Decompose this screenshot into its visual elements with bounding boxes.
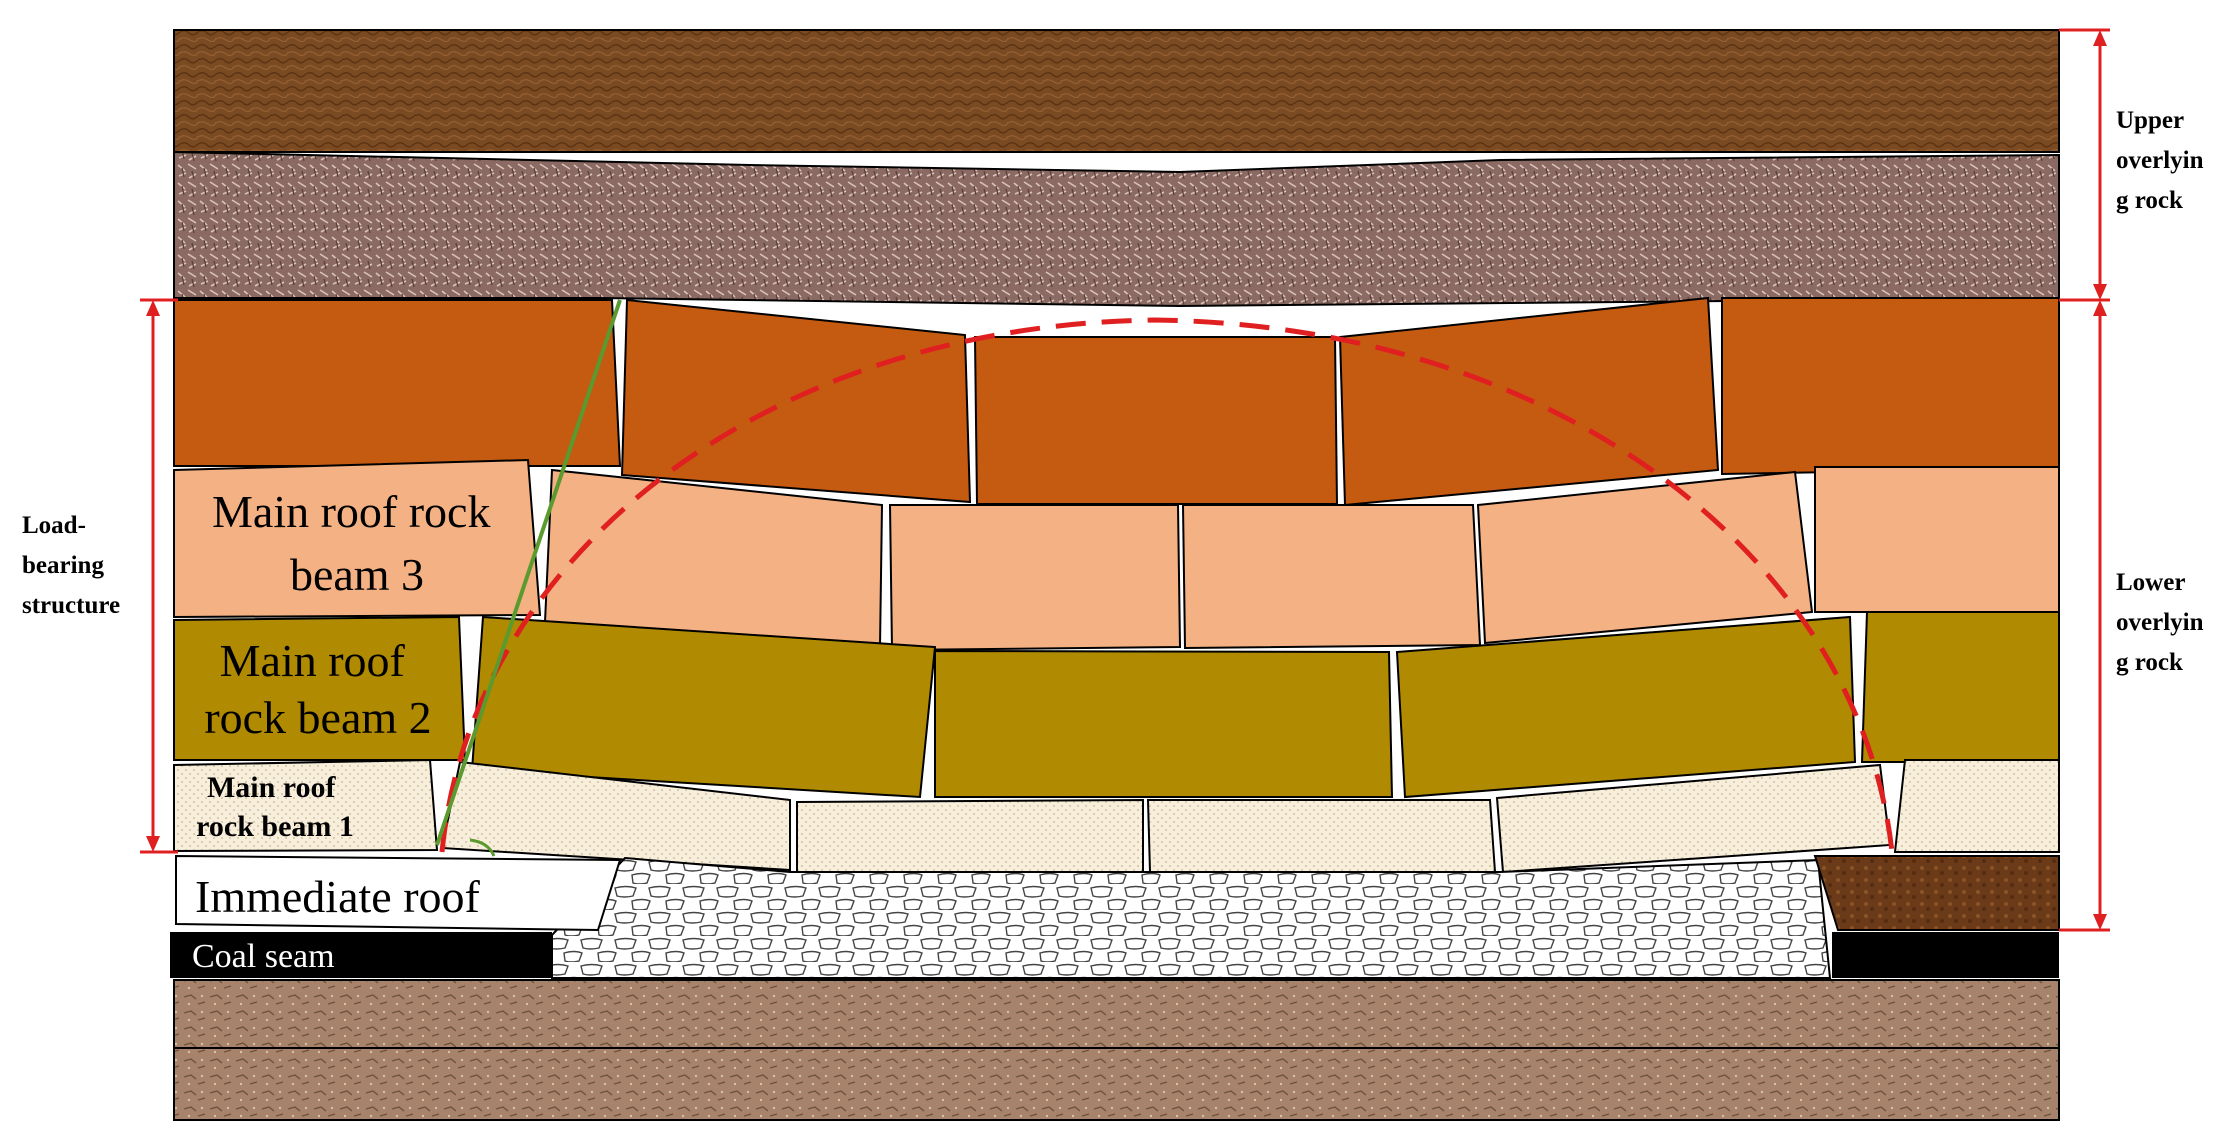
beam3-label: Main roof rock beam 3 [212,486,502,600]
floor-layer-2 [173,1047,2060,1121]
coal-seam-label: Coal seam [192,938,335,975]
goaf-zone [551,856,1832,979]
overlying-rock-dimension [2059,28,2110,932]
coal-seam-left [170,932,552,978]
beam2-layer [173,611,2060,799]
stress-arch [439,317,1895,853]
surface-soil-layer [173,29,2060,153]
beam1-label: Main roof rock beam 1 [196,771,354,843]
fracture-angle-arc [469,838,496,857]
load-bearing-dimension [140,298,178,854]
top-beam-layer [173,296,2060,507]
load-bearing-arrow-bottom [146,836,160,852]
upper-arrow-top [2093,30,2107,46]
beam3-layer [173,458,2060,652]
beam2-label: Main roof rock beam 2 [204,635,431,743]
upper-overlying-rock-label: Upper overlyin g rock [2116,107,2210,214]
lower-arrow-bottom [2093,914,2107,930]
immediate-roof-layer [175,854,622,932]
load-bearing-label: Load- bearing structure [22,512,120,619]
coal-seam-right [1832,932,2059,978]
upper-stratum-layer [173,150,2060,308]
beam1-layer [173,758,2060,874]
lower-arrow-top [2093,300,2107,316]
load-bearing-arrow-top [146,300,160,316]
upper-arrow-bottom [2093,284,2107,300]
immediate-roof-label: Immediate roof [195,871,481,922]
floor-layer-1 [173,979,2060,1049]
lower-overlying-rock-label: Lower overlyin g rock [2116,569,2210,676]
fracture-line [435,299,622,846]
right-immediate-roof [1813,855,2060,931]
